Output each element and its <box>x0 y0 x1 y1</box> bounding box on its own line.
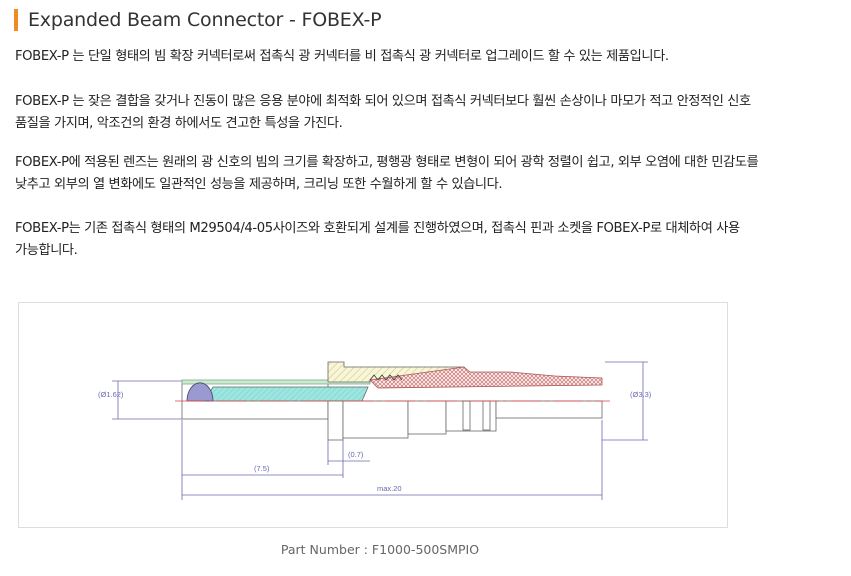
paragraph-1: FOBEX-P 는 단일 형태의 빔 확장 커넥터로써 접촉식 광 커넥터를 비… <box>15 46 669 68</box>
dim-total-length: max.20 <box>377 484 402 493</box>
dim-lens-length: (7.5) <box>254 464 270 473</box>
title-text: Expanded Beam Connector - FOBEX-P <box>28 9 382 31</box>
body-section <box>342 400 409 439</box>
thread <box>369 374 403 381</box>
body-section <box>407 400 447 435</box>
paragraph-line: FOBEX-P에 적용된 렌즈는 원래의 광 신호의 빔의 크기를 확장하고, … <box>15 155 759 170</box>
paragraph-3: FOBEX-P에 적용된 렌즈는 원래의 광 신호의 빔의 크기를 확장하고, … <box>15 152 759 196</box>
paragraph-line: FOBEX-P 는 단일 형태의 빔 확장 커넥터로써 접촉식 광 커넥터를 비… <box>15 49 669 64</box>
paragraph-line: FOBEX-P 는 잦은 결합을 갖거나 진동이 많은 응용 분야에 최적화 되… <box>15 94 751 109</box>
dim-flange: (0.7) <box>348 450 364 459</box>
paragraph-line: 품질을 가지며, 악조건의 환경 하에서도 견고한 특성을 가진다. <box>15 116 343 131</box>
page-title: Expanded Beam Connector - FOBEX-P <box>14 8 382 32</box>
part-number-caption: Part Number : F1000-500SMPIO <box>280 542 480 557</box>
paragraph-line: 가능합니다. <box>15 243 78 258</box>
crimp-section <box>369 366 603 389</box>
dimension-lines <box>112 361 648 500</box>
drawing-frame <box>18 302 728 528</box>
dim-large-diameter: (Ø3.3) <box>630 390 652 399</box>
tail-section <box>495 400 603 419</box>
paragraph-line: 낮추고 외부의 열 변화에도 일관적인 성능을 제공하며, 크리닝 또한 수월하… <box>15 177 503 192</box>
flange <box>327 400 344 441</box>
paragraph-line: FOBEX-P는 기존 접촉식 형태의 M29504/4-05사이즈와 호환되게… <box>15 221 740 236</box>
paragraph-4: FOBEX-P는 기존 접촉식 형태의 M29504/4-05사이즈와 호환되게… <box>15 218 740 262</box>
title-accent-bar <box>14 9 18 31</box>
ball-lens <box>186 382 214 402</box>
dim-small-diameter: (Ø1.62) <box>98 390 124 399</box>
lens-body <box>204 386 369 402</box>
body-section <box>445 400 497 432</box>
groove <box>462 400 471 431</box>
paragraph-2: FOBEX-P 는 잦은 결합을 갖거나 진동이 많은 응용 분야에 최적화 되… <box>15 91 751 135</box>
